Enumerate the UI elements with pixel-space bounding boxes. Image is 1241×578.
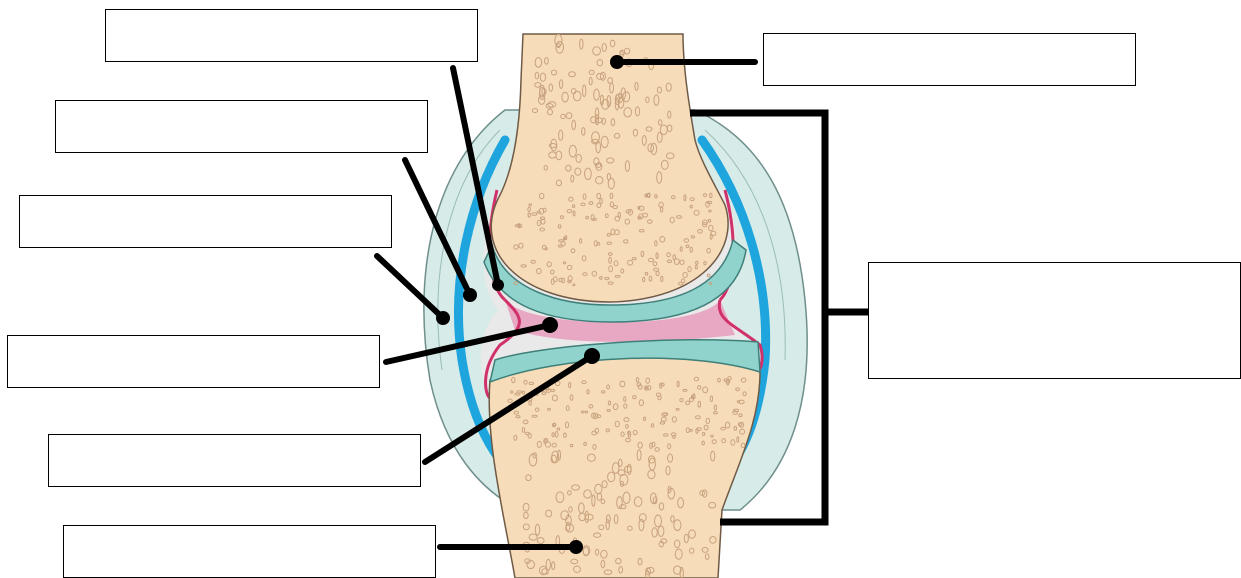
leader-dot-1 [492,279,504,291]
label-box-5[interactable] [48,434,421,487]
label-box-2[interactable] [55,100,428,153]
label-box-4[interactable] [7,335,380,388]
leader-dot-6 [569,540,583,554]
label-box-6[interactable] [63,525,436,578]
label-box-8[interactable] [868,262,1241,379]
leader-dot-3 [436,311,450,325]
label-box-7[interactable] [763,33,1136,86]
leader-dot-2 [463,288,477,302]
leader-dot-4 [542,317,558,333]
lower-bone [489,340,760,578]
leader-dot-5 [584,348,600,364]
label-box-3[interactable] [19,195,392,248]
label-box-1[interactable] [105,9,478,62]
leader-dot-7 [610,55,624,69]
